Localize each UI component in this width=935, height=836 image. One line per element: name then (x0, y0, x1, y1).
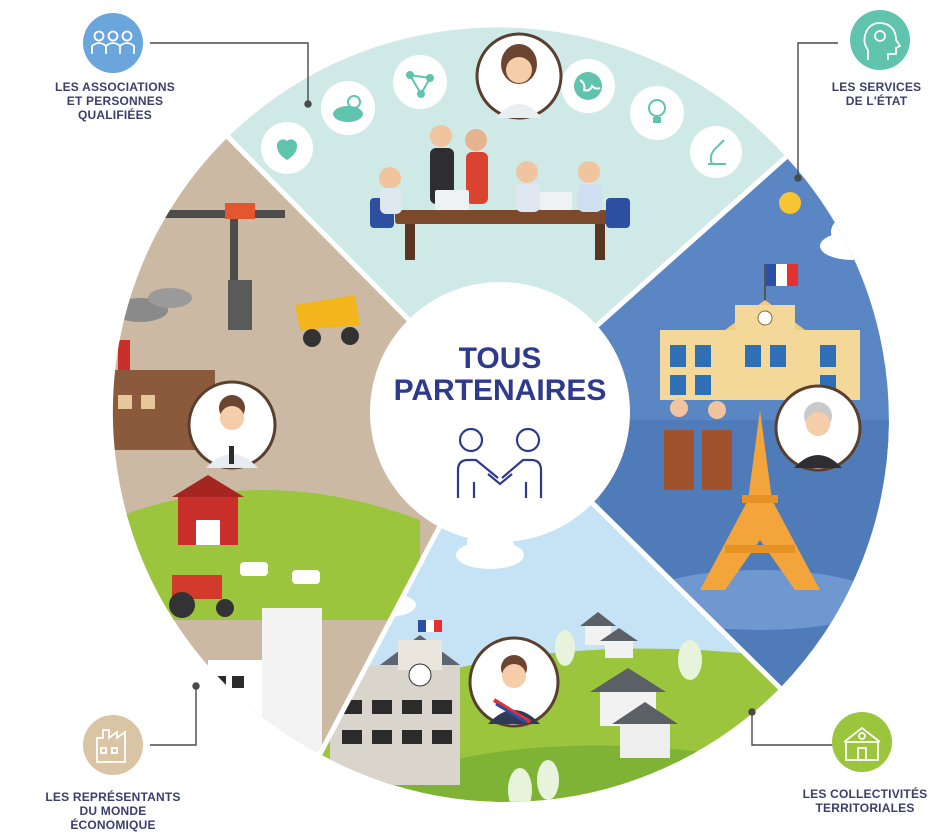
label-etat: LES SERVICES DE L'ÉTAT (818, 80, 935, 108)
sector-associations (228, 27, 786, 413)
profile-head-icon (850, 10, 910, 70)
handshake-icon (456, 427, 543, 498)
label-economique: LES REPRÉSENTANTS DU MONDE ÉCONOMIQUE (36, 790, 190, 832)
label-associations-line1: LES ASSOCIATIONS (55, 80, 175, 94)
mayor-avatar (468, 636, 560, 728)
factory-icon (83, 715, 143, 775)
village-houses (580, 612, 678, 758)
label-associations: LES ASSOCIATIONS ET PERSONNES QUALIFIÉES (40, 80, 190, 122)
french-flag-icon (764, 264, 798, 304)
sector-economique (112, 137, 500, 754)
center-circle (370, 282, 630, 542)
center-title-line2: PARTENAIRES (393, 374, 607, 407)
town-hall-icon (832, 712, 892, 772)
podiums (664, 399, 732, 490)
lightbulb-bubble-icon (630, 86, 684, 140)
label-associations-line2: ET PERSONNES (66, 94, 164, 108)
label-collectivites-line2: TERRITORIALES (815, 801, 915, 815)
sector-etat (500, 157, 889, 688)
microscope-bubble-icon (690, 126, 742, 178)
eiffel-tower-icon (700, 410, 820, 590)
tractor-icon (169, 575, 234, 618)
sun-icon (779, 192, 801, 214)
woman-avatar (475, 32, 563, 120)
connectors (150, 42, 838, 746)
label-economique-line2: DU MONDE (79, 804, 147, 818)
official-avatar (774, 384, 862, 472)
people-group-icon (83, 13, 143, 73)
label-etat-line2: DE L'ÉTAT (845, 94, 908, 108)
construction-crane (165, 203, 285, 330)
heart-bubble-icon (261, 122, 313, 174)
cows (240, 562, 320, 584)
label-collectivites-line1: LES COLLECTIVITÉS (802, 787, 928, 801)
trees (508, 630, 702, 802)
label-collectivites: LES COLLECTIVITÉS TERRITORIALES (795, 787, 935, 815)
meeting-scene (370, 125, 630, 260)
dump-truck-icon (295, 295, 360, 347)
label-etat-line1: LES SERVICES (831, 80, 922, 94)
network-bubble-icon (393, 55, 447, 109)
weather-bubble-icon (321, 81, 375, 135)
barn-icon (172, 475, 244, 545)
center-title-line1: TOUS (458, 342, 542, 375)
sector-collectivites (320, 412, 780, 802)
earth-bubble-icon (561, 59, 615, 113)
label-economique-line3: ÉCONOMIQUE (70, 818, 156, 832)
businessman-avatar (187, 380, 277, 470)
label-associations-line3: QUALIFIÉES (77, 108, 152, 122)
center-title: TOUS PARTENAIRES (372, 343, 628, 407)
label-economique-line1: LES REPRÉSENTANTS (45, 790, 181, 804)
